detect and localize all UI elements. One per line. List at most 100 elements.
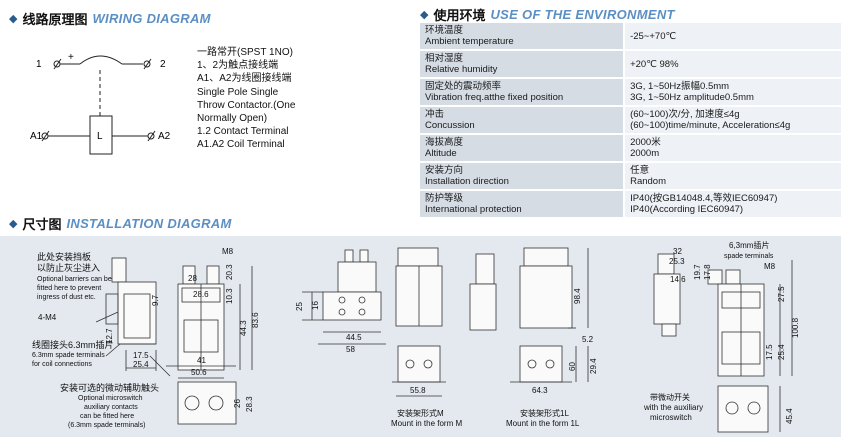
aux-switch-drawing	[653, 253, 793, 433]
env-value-line: -25~+70℃	[630, 30, 677, 42]
env-value-line: Random	[630, 176, 666, 187]
wiring-desc-line: 1、2为触点接线端	[197, 60, 279, 72]
env-label-cn: 海拔高度	[425, 137, 464, 148]
dim-label: 14.6	[670, 275, 686, 284]
env-value-line: IP40(According IEC60947)	[630, 204, 744, 215]
dim-label: 29.4	[589, 358, 598, 374]
env-label-cn: 环境温度	[425, 25, 464, 36]
dim-label: 17.5	[133, 351, 149, 360]
diamond-bullet-icon: ◆	[420, 9, 429, 21]
dim-label: 27.5	[777, 286, 786, 302]
dim-label: 17.5	[765, 344, 774, 360]
barrier-note-line: 以防止灰尘进入	[37, 262, 100, 273]
wiring-desc-line: A1、A2为线圈接线端	[197, 73, 292, 85]
mount-1l-caption: Mount in the form 1L	[506, 419, 580, 428]
env-label-en: Vibration freq.atthe fixed position	[425, 92, 564, 103]
dim-label: 17.8	[703, 264, 712, 280]
mount-1l-caption: 安装架形式1L	[520, 408, 569, 418]
wiring-desc-line: Normally Open)	[197, 113, 268, 125]
dim-label: 100.8	[791, 317, 800, 338]
dim-label: 44.3	[239, 320, 248, 336]
dim-label: 10.3	[225, 288, 234, 304]
dim-label: 50.6	[191, 368, 207, 377]
coil-label: L	[97, 131, 103, 142]
wiring-desc-line: A1.A2 Coil Terminal	[197, 139, 285, 151]
dim-label: 9.7	[151, 294, 160, 306]
dim-label: 25	[295, 302, 304, 311]
terminal-1-label: 1	[36, 59, 42, 70]
env-value-line: (60~100)次/分, 加速度≤4g	[630, 109, 740, 120]
aux-note-line: (6.3mm spade terminals)	[68, 422, 145, 429]
env-label-cn: 固定处的震动频率	[425, 81, 502, 92]
barrier-note-line: 此处安装挡板	[37, 251, 91, 262]
env-value-line: 3G, 1~50Hz振幅0.5mm	[630, 81, 730, 92]
wiring-schematic: 1 2 + A1 A2 L	[30, 52, 171, 155]
coil-note-line: for coil connections	[32, 361, 92, 368]
env-value-line: (60~100)time/minute, Acceleration≤4g	[630, 120, 791, 131]
dim-label: 41	[197, 356, 206, 365]
dim-label: 25.3	[669, 257, 685, 266]
dim-label: 28.6	[193, 290, 209, 299]
env-value-cell: IP40(按GB14048.4,等效IEC60947)IP40(Accordin…	[624, 190, 841, 219]
dim-label: 26	[233, 399, 242, 408]
mount-m-caption: 安装架形式M	[397, 408, 444, 418]
dim-label: 58	[346, 345, 355, 354]
env-value-cell: (60~100)次/分, 加速度≤4g(60~100)time/minute, …	[624, 106, 841, 135]
dim-label: 60	[568, 362, 577, 371]
env-label-cn: 防护等级	[425, 193, 464, 204]
dim-label: 5.2	[582, 335, 594, 344]
diamond-bullet-icon: ◆	[9, 13, 18, 25]
aux-note-line: Optional microswitch	[78, 395, 143, 402]
env-label-cn: 安装方向	[425, 165, 464, 176]
wiring-title-en: WIRING DIAGRAM	[92, 11, 211, 26]
wiring-section-title: ◆ 线路原理图 WIRING DIAGRAM	[9, 9, 211, 28]
dim-label: 25.4	[133, 360, 149, 369]
installation-title-en: INSTALLATION DIAGRAM	[66, 216, 232, 231]
env-label-en: Altitude	[425, 148, 457, 159]
env-label-en: Relative humidity	[425, 64, 498, 75]
m8-label: M8	[222, 247, 234, 256]
aux-note-line: can be fitted here	[80, 413, 134, 420]
env-value-line: 3G, 1~50Hz amplitude0.5mm	[630, 92, 754, 103]
environment-title-cn: 使用环境	[433, 8, 486, 23]
mount-m-caption: Mount in the form M	[391, 419, 462, 428]
installation-section-title: ◆ 尺寸图 INSTALLATION DIAGRAM	[9, 214, 232, 233]
env-label-cn: 相对湿度	[425, 53, 464, 64]
dim-label: 19.7	[693, 264, 702, 280]
barrier-note-line: Optional barriers can be	[37, 276, 112, 283]
terminal-a1-label: A1	[30, 131, 43, 142]
aux-switch-caption: with the auxiliary	[643, 403, 703, 412]
aux-switch-caption: microswitch	[650, 413, 692, 422]
installation-diagram-panel: 此处安装挡板 以防止灰尘进入 Optional barriers can be …	[0, 236, 841, 437]
dim-label: 45.4	[785, 408, 794, 424]
env-label-en: International protection	[425, 204, 522, 215]
dim-label: 44.5	[346, 333, 362, 342]
4m4-label: 4-M4	[38, 313, 57, 322]
coil-note-line: 6.3mm spade terminals	[32, 352, 105, 359]
diamond-bullet-icon: ◆	[9, 218, 18, 230]
dim-label: 32	[673, 247, 682, 256]
env-value-cell: -25~+70℃	[624, 23, 841, 51]
dim-label: 12.7	[105, 328, 114, 344]
wiring-desc-line: Throw Contactor.(One	[197, 99, 296, 111]
dim-label: 64.3	[532, 386, 548, 395]
installation-title-cn: 尺寸图	[22, 217, 62, 232]
m8-label: M8	[764, 262, 776, 271]
mount-m-drawing	[302, 249, 446, 397]
